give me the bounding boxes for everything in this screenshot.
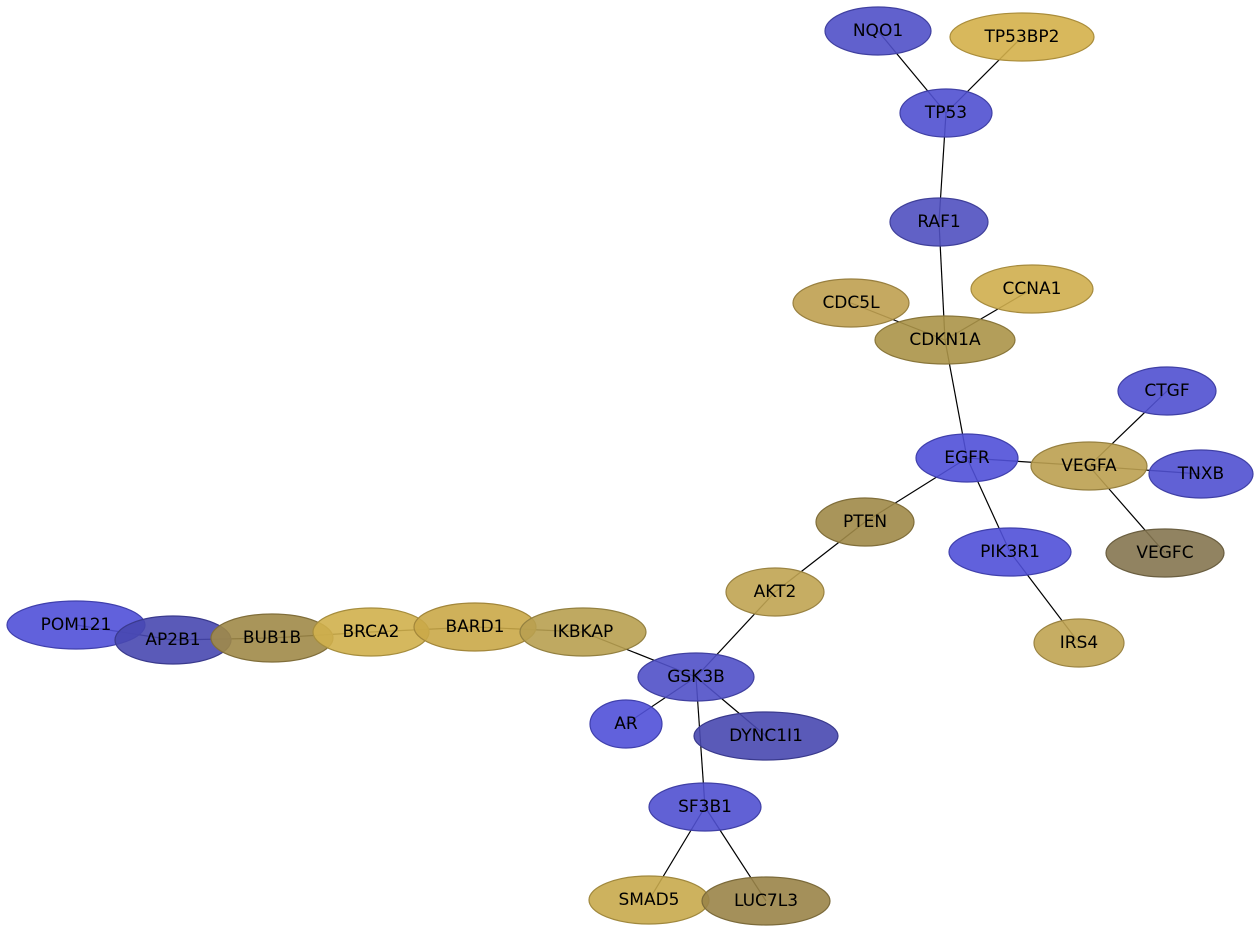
node-ellipse bbox=[519, 607, 647, 657]
node-label: CTGF bbox=[1144, 381, 1189, 401]
node-ellipse bbox=[1030, 441, 1148, 491]
node-ellipse bbox=[637, 652, 755, 702]
node-ellipse bbox=[915, 433, 1019, 483]
node-luc7l3[interactable]: LUC7L3 bbox=[701, 876, 831, 926]
node-dync1i1[interactable]: DYNC1I1 bbox=[693, 711, 839, 761]
node-ellipse bbox=[725, 567, 825, 617]
node-label: PIK3R1 bbox=[980, 542, 1040, 562]
node-label: GSK3B bbox=[667, 667, 725, 687]
node-label: NQO1 bbox=[853, 21, 903, 41]
node-label: SMAD5 bbox=[619, 890, 680, 910]
node-ellipse bbox=[970, 264, 1094, 314]
node-smad5[interactable]: SMAD5 bbox=[588, 875, 710, 925]
node-brca2[interactable]: BRCA2 bbox=[312, 607, 430, 657]
node-egfr[interactable]: EGFR bbox=[915, 433, 1019, 483]
node-nqo1[interactable]: NQO1 bbox=[824, 6, 932, 56]
node-pom121[interactable]: POM121 bbox=[6, 600, 146, 650]
node-label: CCNA1 bbox=[1003, 279, 1062, 299]
node-tnxb[interactable]: TNXB bbox=[1148, 449, 1254, 499]
node-sf3b1[interactable]: SF3B1 bbox=[648, 782, 762, 832]
node-ellipse bbox=[1148, 449, 1254, 499]
node-label: TP53BP2 bbox=[984, 27, 1060, 47]
node-ar[interactable]: AR bbox=[589, 699, 663, 749]
node-ap2b1[interactable]: AP2B1 bbox=[114, 615, 232, 665]
node-label: DYNC1I1 bbox=[729, 726, 803, 746]
node-label: AR bbox=[614, 714, 638, 734]
node-label: SF3B1 bbox=[678, 797, 732, 817]
node-ellipse bbox=[648, 782, 762, 832]
node-label: POM121 bbox=[41, 615, 112, 635]
node-ellipse bbox=[1033, 618, 1125, 668]
node-ellipse bbox=[1117, 366, 1217, 416]
node-ikbkap[interactable]: IKBKAP bbox=[519, 607, 647, 657]
node-ellipse bbox=[948, 527, 1072, 577]
node-label: VEGFC bbox=[1136, 543, 1193, 563]
node-label: IKBKAP bbox=[553, 622, 614, 642]
node-label: TP53 bbox=[924, 103, 967, 123]
node-vegfc[interactable]: VEGFC bbox=[1105, 528, 1225, 578]
node-ellipse bbox=[824, 6, 932, 56]
node-ellipse bbox=[949, 12, 1095, 62]
node-cdkn1a[interactable]: CDKN1A bbox=[874, 315, 1016, 365]
node-irs4[interactable]: IRS4 bbox=[1033, 618, 1125, 668]
node-raf1[interactable]: RAF1 bbox=[889, 197, 989, 247]
node-label: AP2B1 bbox=[145, 630, 200, 650]
node-gsk3b[interactable]: GSK3B bbox=[637, 652, 755, 702]
node-label: CDKN1A bbox=[909, 330, 981, 350]
node-ellipse bbox=[889, 197, 989, 247]
node-ellipse bbox=[589, 699, 663, 749]
node-ctgf[interactable]: CTGF bbox=[1117, 366, 1217, 416]
node-label: PTEN bbox=[843, 512, 887, 532]
node-ellipse bbox=[792, 278, 910, 328]
node-label: CDC5L bbox=[822, 293, 880, 313]
node-label: VEGFA bbox=[1061, 456, 1117, 476]
node-cdc5l[interactable]: CDC5L bbox=[792, 278, 910, 328]
node-ellipse bbox=[899, 88, 993, 138]
node-label: AKT2 bbox=[754, 582, 797, 602]
node-label: BRCA2 bbox=[343, 622, 400, 642]
node-pik3r1[interactable]: PIK3R1 bbox=[948, 527, 1072, 577]
node-ellipse bbox=[1105, 528, 1225, 578]
node-ccna1[interactable]: CCNA1 bbox=[970, 264, 1094, 314]
node-pten[interactable]: PTEN bbox=[815, 497, 915, 547]
node-label: RAF1 bbox=[917, 212, 960, 232]
node-label: BUB1B bbox=[243, 628, 301, 648]
node-ellipse bbox=[815, 497, 915, 547]
node-label: TNXB bbox=[1177, 464, 1224, 484]
node-label: IRS4 bbox=[1060, 633, 1098, 653]
node-label: EGFR bbox=[944, 448, 990, 468]
node-ellipse bbox=[701, 876, 831, 926]
node-ellipse bbox=[693, 711, 839, 761]
node-tp53bp2[interactable]: TP53BP2 bbox=[949, 12, 1095, 62]
node-akt2[interactable]: AKT2 bbox=[725, 567, 825, 617]
node-ellipse bbox=[874, 315, 1016, 365]
node-tp53[interactable]: TP53 bbox=[899, 88, 993, 138]
node-bard1[interactable]: BARD1 bbox=[413, 602, 537, 652]
node-label: BARD1 bbox=[445, 617, 504, 637]
node-vegfa[interactable]: VEGFA bbox=[1030, 441, 1148, 491]
node-label: LUC7L3 bbox=[734, 891, 798, 911]
